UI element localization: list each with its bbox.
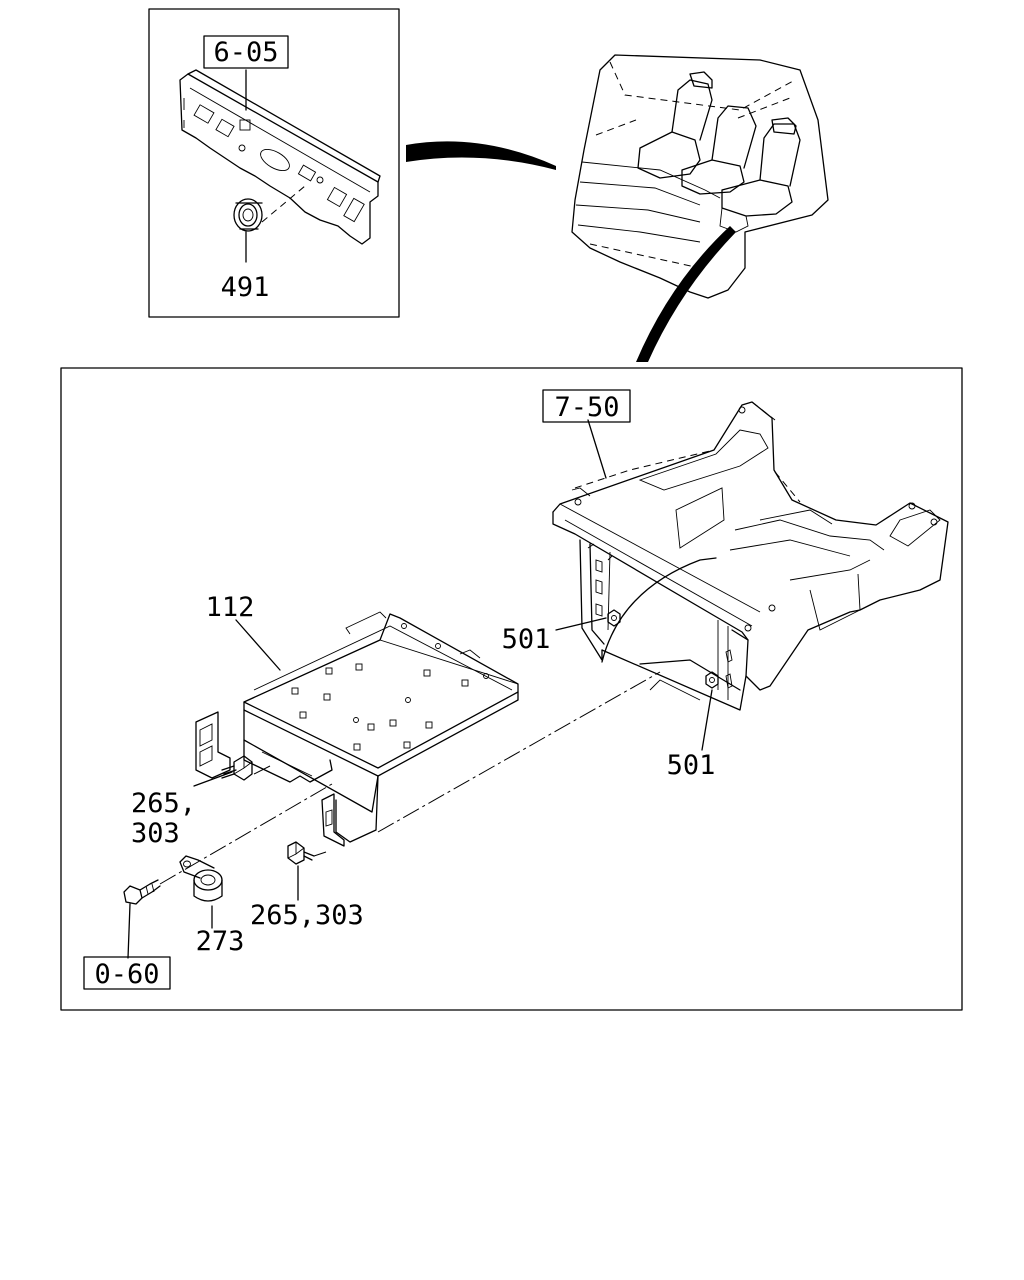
nut-501-b [705,671,719,689]
leader-501-b [701,689,713,751]
curved-arrow-down [636,226,736,362]
part-label-501-b: 501 [667,750,716,781]
clip-060 [123,879,161,905]
leader-unit-to-floor [377,671,661,833]
floor-pan-drawing [552,401,949,711]
part-label-265-303-a-line2: 303 [131,818,180,849]
leader-112 [235,619,281,671]
grommet-491 [233,198,263,232]
part-label-491: 491 [221,272,270,303]
leader-750 [587,419,607,479]
part-label-265-303-a-line1: 265, [131,788,196,819]
bracket-panel-drawing [179,69,381,245]
leader-060 [127,903,131,959]
nut-501-a [607,609,621,627]
cab-illustration [571,54,829,299]
ref-box-060: 0-60 [83,956,171,990]
ref-box-750: 7-50 [542,389,631,423]
bolt-265-303-b [287,841,315,865]
part-label-112: 112 [206,592,255,623]
detail-box-top [148,8,400,318]
leader-bolt-b-axis [313,851,327,857]
controller-unit-112 [195,611,519,847]
leader-bolt-a-axis [253,765,271,775]
leader-265-a [193,771,233,787]
part-label-501-a: 501 [502,624,551,655]
part-label-265-303-b: 265,303 [250,900,364,931]
leader-clamp-axis [159,783,333,885]
clamp-273 [179,855,223,902]
leader-501-a [555,617,607,631]
detail-box-main [60,367,963,1011]
ref-label-750: 7-50 [554,392,619,423]
grommet-leader-dash [261,185,306,223]
ref-box-605: 6-05 [203,35,289,69]
bolt-265-303-a [221,755,253,781]
part-label-273: 273 [196,926,245,957]
curved-arrow-top [406,141,556,170]
ref-label-060: 0-60 [94,959,159,990]
ref-label-605: 6-05 [213,37,278,68]
